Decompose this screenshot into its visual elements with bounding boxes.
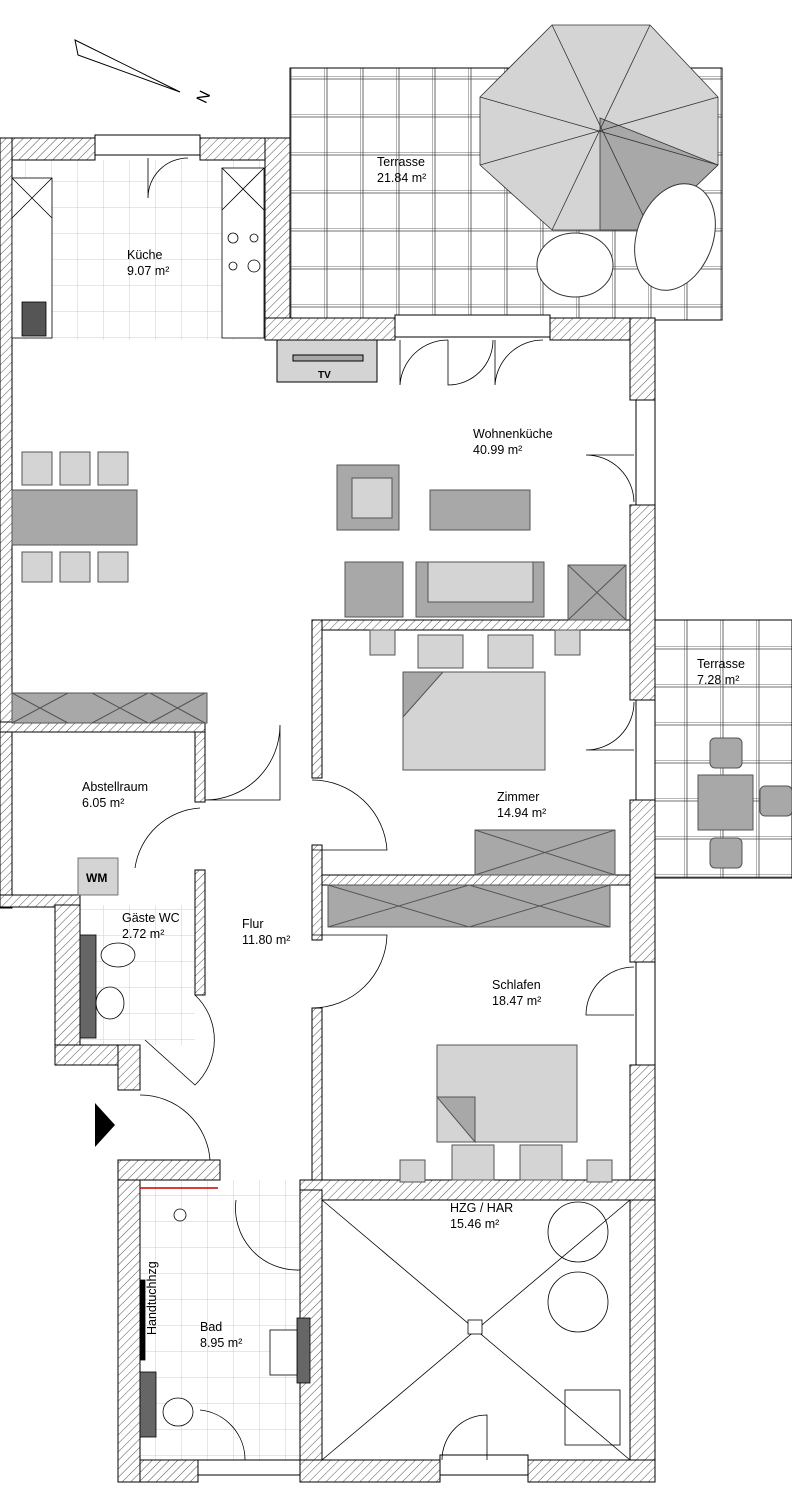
hzg-equipment [321,1199,631,1461]
lounge-chairs [536,183,716,298]
wm-label: WM [86,871,107,885]
sink-drainer-icon [21,301,47,337]
room-name-abstellraum: Abstellraum [82,780,148,794]
north-compass: N [74,39,214,106]
room-area-terrasse-small: 7.28 m² [697,673,739,687]
room-name-terrasse-small: Terrasse [697,657,745,671]
room-area-wohnkueche: 40.99 m² [473,443,522,457]
towel-heater [139,1279,146,1361]
room-area-hzg-har: 15.46 m² [450,1217,499,1231]
room-area-flur: 11.80 m² [242,933,290,947]
room-name-schlafen: Schlafen [492,978,541,992]
tv-label: TV [318,370,331,381]
walls [0,137,656,1483]
room-name-kueche: Küche [127,248,162,262]
north-label: N [194,88,214,106]
room-name-bad: Bad [200,1320,222,1334]
cabinets [11,692,616,928]
room-area-kueche: 9.07 m² [127,264,169,278]
dining-set [11,451,138,583]
kitchen-fixtures [11,167,265,339]
room-name-zimmer: Zimmer [497,790,539,804]
schlafen-bed [399,1044,613,1183]
room-name-gaeste-wc: Gäste WC [122,911,180,925]
room-labels: Terrasse 21.84 m² Küche 9.07 m² Wohnenkü… [82,155,745,1350]
room-area-gaeste-wc: 2.72 m² [122,927,164,941]
room-area-zimmer: 14.94 m² [497,806,546,820]
room-name-flur: Flur [242,917,264,931]
windows [94,134,656,1476]
north-arrow-icon [74,39,181,93]
wc-fixtures [77,857,136,1039]
room-name-hzg-har: HZG / HAR [450,1201,513,1215]
room-area-abstellraum: 6.05 m² [82,796,124,810]
towel-heater-label: Handtuchhzg [145,1261,159,1335]
wc-floor [80,905,195,1045]
terrace-small-furniture [697,737,792,869]
room-name-terrasse-main: Terrasse [377,155,425,169]
washing-machine [77,857,119,896]
doors[interactable] [134,157,635,1461]
room-area-terrasse-main: 21.84 m² [377,171,426,185]
umbrella [479,24,719,231]
zimmer-bed [369,629,581,771]
entrance-arrow-icon [95,1103,115,1147]
bath-fixtures [139,1187,311,1438]
living-furniture [336,464,627,621]
room-area-bad: 8.95 m² [200,1336,242,1350]
room-area-schlafen: 18.47 m² [492,994,541,1008]
stove-burner-icon [227,232,239,244]
room-name-wohnkueche: Wohnenküche [473,427,553,441]
